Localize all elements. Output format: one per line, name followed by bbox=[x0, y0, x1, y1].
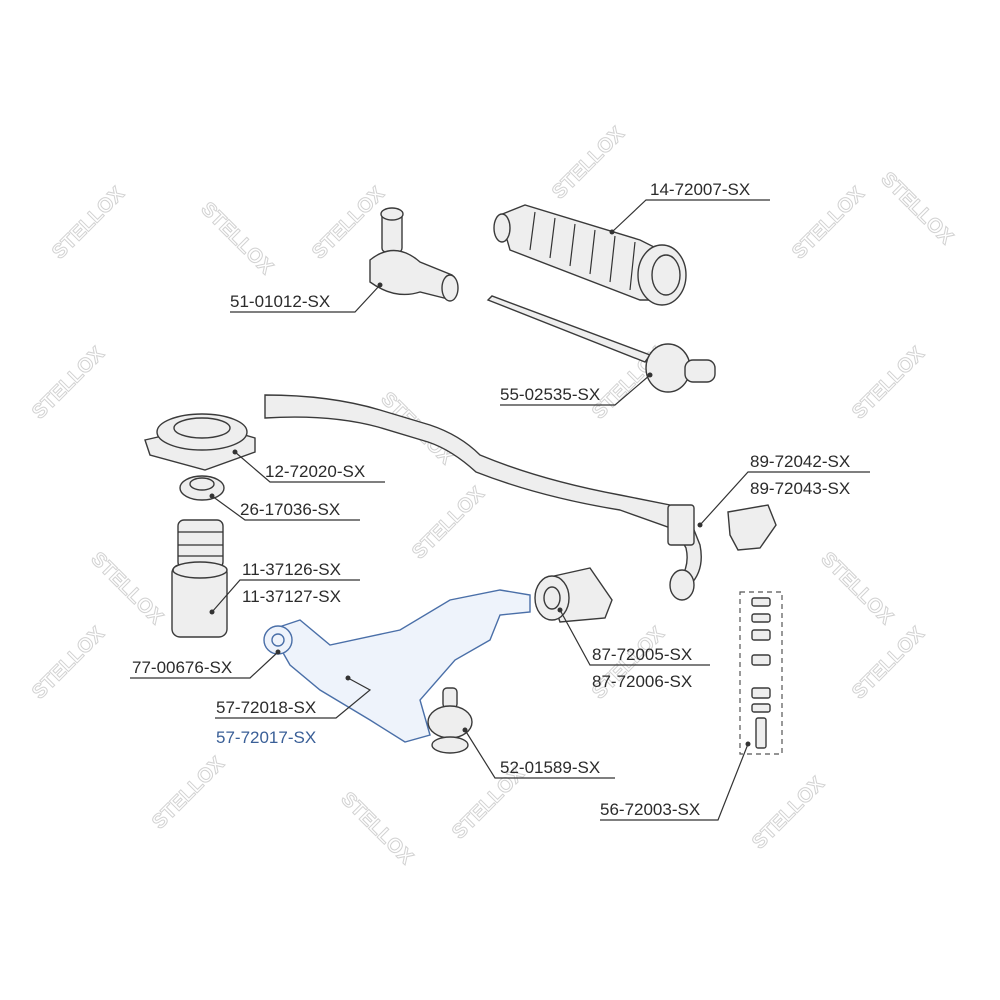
watermark-text: STELLOX bbox=[196, 198, 277, 279]
watermark-text: STELLOX bbox=[86, 548, 167, 629]
dust-boot-illustration bbox=[171, 561, 228, 638]
watermark-text: STELLOX bbox=[28, 342, 109, 423]
leader-77-00676 bbox=[130, 651, 279, 679]
stabilizer-link-kit-illustration bbox=[739, 591, 783, 755]
part-label-51-01012: 51-01012-SX bbox=[230, 292, 330, 311]
watermark-text: STELLOX bbox=[48, 182, 129, 263]
part-label-55-02535: 55-02535-SX bbox=[500, 385, 600, 404]
control-arm-illustration bbox=[263, 589, 531, 743]
bump-stop-illustration bbox=[177, 519, 224, 569]
watermark-text: STELLOX bbox=[408, 482, 489, 563]
leader-lines bbox=[130, 199, 870, 821]
watermark-text: STELLOX bbox=[148, 752, 229, 833]
watermark-text: STELLOX bbox=[876, 168, 957, 249]
watermark-text: STELLOX bbox=[848, 342, 929, 423]
bearing-illustration bbox=[179, 475, 225, 501]
part-labels: 14-72007-SX 51-01012-SX 55-02535-SX 12-7… bbox=[132, 180, 850, 819]
watermark-text: STELLOX bbox=[548, 122, 629, 203]
strut-mount-illustration bbox=[144, 413, 256, 471]
part-label-89-72042: 89-72042-SX bbox=[750, 452, 850, 471]
part-label-77-00676: 77-00676-SX bbox=[132, 658, 232, 677]
leader-87-72005 bbox=[559, 609, 710, 666]
control-arm-bushing-illustration bbox=[534, 567, 613, 623]
watermark-text: STELLOX bbox=[308, 182, 389, 263]
part-label-11-37127: 11-37127-SX bbox=[242, 587, 341, 606]
part-label-26-17036: 26-17036-SX bbox=[240, 500, 340, 519]
part-label-89-72043: 89-72043-SX bbox=[750, 479, 850, 498]
part-label-52-01589: 52-01589-SX bbox=[500, 758, 600, 777]
part-label-11-37126: 11-37126-SX bbox=[242, 560, 341, 579]
part-label-57-72018: 57-72018-SX bbox=[216, 698, 316, 717]
steering-boot-illustration bbox=[493, 204, 687, 306]
watermark-text: STELLOX bbox=[28, 622, 109, 703]
ball-joint-illustration bbox=[427, 687, 473, 754]
leader-26-17036 bbox=[211, 495, 360, 521]
part-label-56-72003: 56-72003-SX bbox=[600, 800, 700, 819]
leader-12-72020 bbox=[234, 451, 385, 483]
leader-11-37126 bbox=[211, 579, 360, 613]
inner-tie-rod-illustration bbox=[486, 295, 716, 393]
leader-55-02535 bbox=[500, 374, 651, 406]
part-label-87-72005: 87-72005-SX bbox=[592, 645, 692, 664]
leader-56-72003 bbox=[600, 743, 749, 821]
part-label-87-72006: 87-72006-SX bbox=[592, 672, 692, 691]
watermark-text: STELLOX bbox=[336, 788, 417, 869]
leader-89-72042 bbox=[699, 471, 870, 526]
leader-14-72007 bbox=[611, 199, 770, 233]
stabilizer-bar-illustration bbox=[264, 394, 777, 601]
part-label-12-72020: 12-72020-SX bbox=[265, 462, 365, 481]
leader-51-01012 bbox=[230, 284, 381, 313]
leader-57-72018 bbox=[215, 677, 372, 719]
tie-rod-end-illustration bbox=[369, 207, 459, 302]
watermark-text: STELLOX bbox=[788, 182, 869, 263]
part-label-14-72007: 14-72007-SX bbox=[650, 180, 750, 199]
watermark-text: STELLOX bbox=[816, 548, 897, 629]
part-label-57-72017: 57-72017-SX bbox=[216, 728, 316, 747]
watermark-text: STELLOX bbox=[748, 772, 829, 853]
leader-52-01589 bbox=[464, 729, 615, 779]
watermark-text: STELLOX bbox=[848, 622, 929, 703]
